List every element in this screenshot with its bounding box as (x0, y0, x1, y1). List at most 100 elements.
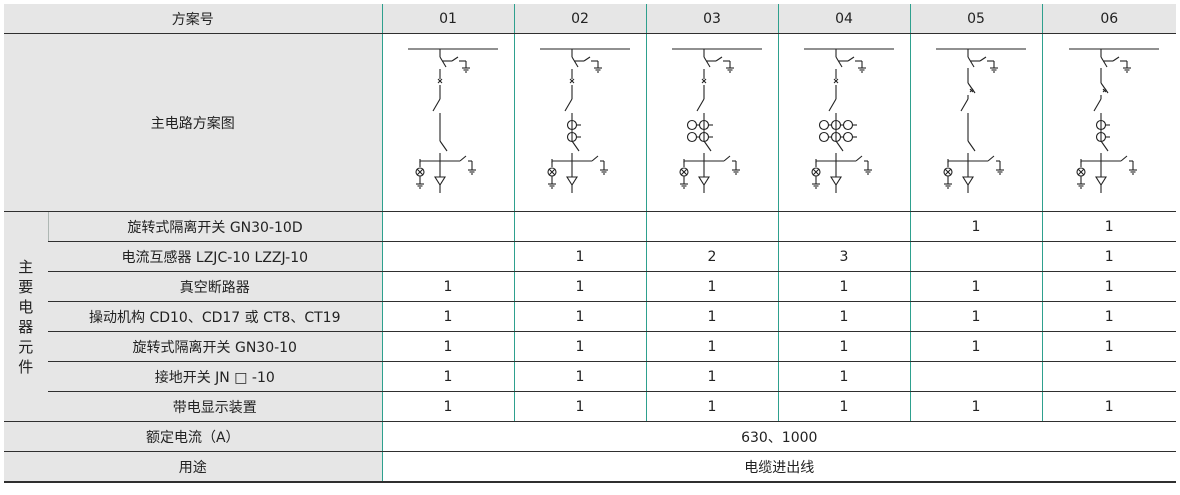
component-qty-02: 1 (513, 271, 646, 302)
scheme-header-06: 06 (1041, 4, 1176, 34)
component-qty-06: 1 (1041, 391, 1176, 422)
scheme-header-02: 02 (513, 4, 646, 34)
component-qty-05: 1 (909, 331, 1042, 362)
component-qty-01: 1 (381, 331, 514, 362)
group-label-char: 元 (18, 337, 34, 356)
component-qty-01 (381, 211, 514, 242)
component-qty-05 (909, 361, 1042, 392)
isolating-switch-blade (1100, 56, 1108, 67)
earthing-switch (715, 56, 723, 61)
rated-current-row: 额定电流（A） 630、1000 (4, 421, 1176, 452)
breaker-mark (437, 78, 443, 83)
diagram-cell-01 (381, 33, 514, 212)
live-indicator-lamp-icon (680, 168, 688, 175)
component-qty-06: 1 (1041, 211, 1176, 242)
component-qty-04: 3 (777, 241, 910, 272)
component-qty-03: 1 (645, 331, 778, 362)
isolating-switch-blade (703, 56, 711, 67)
breaker-mark (833, 78, 839, 83)
component-name: 带电显示装置 (48, 391, 382, 422)
isolating-switch-blade (967, 140, 976, 151)
component-qty-02: 1 (513, 241, 646, 272)
diagram-cell-02 (513, 33, 646, 212)
group-label-char: 主 (18, 257, 34, 276)
component-name: 旋转式隔离开关 GN30-10D (47, 211, 382, 242)
component-qty-02: 1 (513, 361, 646, 392)
isolating-switch-blade (439, 140, 448, 151)
current-transformer-icon (818, 119, 830, 130)
live-indicator-lamp-icon (548, 168, 556, 175)
diagram-cell-06 (1041, 33, 1176, 212)
component-qty-05: 1 (909, 301, 1042, 332)
circuit-breaker-blade (1100, 82, 1109, 93)
earthing-switch (583, 56, 591, 61)
circuit-breaker-blade (960, 98, 969, 111)
component-qty-03: 1 (645, 301, 778, 332)
component-qty-01: 1 (381, 301, 514, 332)
usage-row: 用途 电缆进出线 (4, 451, 1176, 483)
component-qty-01: 1 (381, 361, 514, 392)
isolating-switch-blade (571, 140, 580, 151)
usage-value: 电缆进出线 (381, 451, 1176, 483)
live-indicator-lamp-icon (416, 168, 424, 175)
component-qty-05: 1 (909, 271, 1042, 302)
component-qty-04: 1 (777, 361, 910, 392)
live-indicator-lamp-icon (944, 168, 952, 175)
component-qty-01: 1 (381, 271, 514, 302)
component-qty-06: 1 (1041, 241, 1176, 272)
earthing-switch (987, 155, 995, 161)
circuit-breaker-blade (696, 98, 705, 111)
diagram-cell-04 (777, 33, 910, 212)
circuit-diagram-01 (408, 47, 498, 193)
component-qty-03: 1 (645, 391, 778, 422)
component-qty-06: 1 (1041, 271, 1176, 302)
component-qty-05: 1 (909, 211, 1042, 242)
earthing-switch (855, 155, 863, 161)
component-qty-04: 1 (777, 271, 910, 302)
circuit-breaker-blade (564, 98, 573, 111)
scheme-header-04: 04 (777, 4, 910, 34)
circuit-diagram-04 (804, 47, 894, 193)
current-transformer-icon (842, 131, 854, 142)
current-transformer-icon (686, 119, 698, 130)
scheme-header-05: 05 (909, 4, 1042, 34)
circuit-breaker-blade (967, 82, 976, 93)
earthing-switch (1120, 155, 1128, 161)
switchgear-scheme-table: 方案号 01 02 03 04 05 06 主电路方案图 主要电器元件旋转式隔离… (4, 4, 1176, 483)
current-transformer-icon (842, 119, 854, 130)
circuit-diagram-05 (936, 47, 1026, 193)
diagram-cell-05 (909, 33, 1042, 212)
group-label-char: 器 (18, 317, 34, 336)
component-qty-01: 1 (381, 391, 514, 422)
component-qty-04: 1 (777, 301, 910, 332)
component-qty-06 (1041, 361, 1176, 392)
live-indicator-lamp-icon (1077, 168, 1085, 175)
component-qty-02: 1 (513, 301, 646, 332)
component-qty-01 (381, 241, 514, 272)
group-label-char: 件 (18, 357, 34, 376)
component-qty-02: 1 (513, 331, 646, 362)
cable-head-icon (830, 175, 842, 186)
diagram-cell-03 (645, 33, 778, 212)
isolating-switch-blade (439, 56, 447, 67)
component-qty-02: 1 (513, 391, 646, 422)
diagram-row: 主电路方案图 (4, 33, 1176, 212)
main-circuit-diagram-label: 主电路方案图 (4, 33, 382, 212)
isolating-switch-blade (703, 140, 712, 151)
component-qty-03: 1 (645, 361, 778, 392)
current-transformer-icon (686, 131, 698, 142)
earthing-switch (723, 155, 731, 161)
component-name: 接地开关 JN □ -10 (48, 361, 382, 392)
component-qty-03: 2 (645, 241, 778, 272)
component-name: 真空断路器 (48, 271, 382, 302)
component-qty-06: 1 (1041, 301, 1176, 332)
component-qty-05 (909, 241, 1042, 272)
main-components-group-label: 主要电器元件 (4, 211, 48, 422)
isolating-switch-blade (835, 56, 843, 67)
rated-current-value: 630、1000 (381, 421, 1176, 452)
